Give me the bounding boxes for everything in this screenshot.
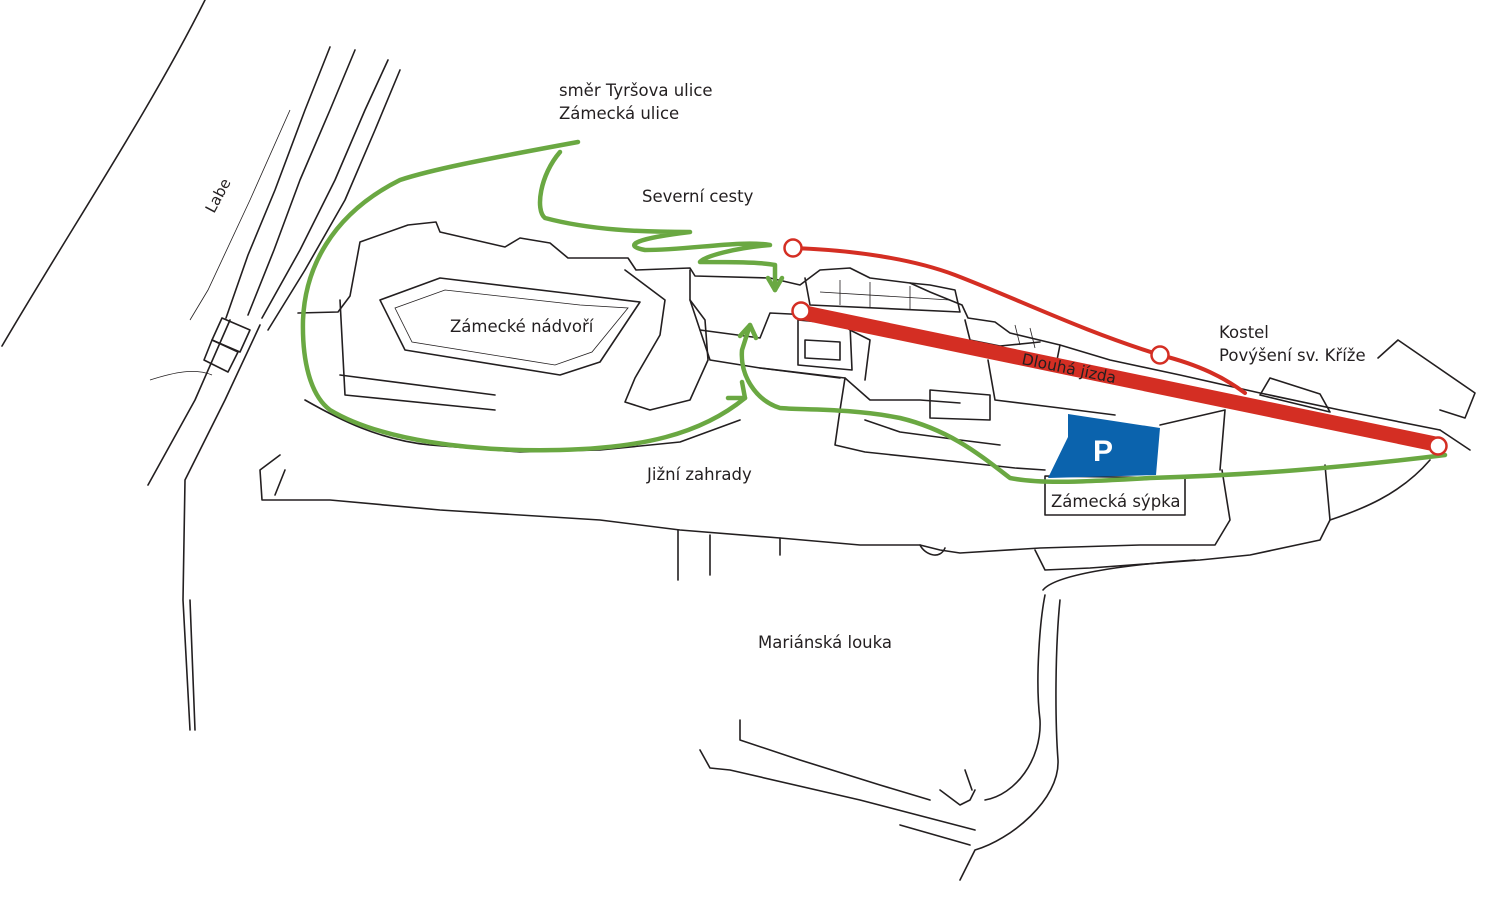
route-node	[783, 238, 803, 258]
north-paths-label: Severní cesty	[642, 187, 754, 206]
parking-label: P	[1093, 435, 1113, 468]
route-node	[791, 301, 811, 321]
church-label-1: Kostel	[1219, 323, 1269, 342]
walking-route	[300, 139, 1448, 485]
church-label-2: Povýšení sv. Kříže	[1219, 346, 1366, 365]
south-boundary	[189, 399, 1431, 881]
long-ride-line	[798, 304, 1442, 453]
granary-label: Zámecká sýpka	[1051, 492, 1181, 511]
castle-buildings	[297, 221, 1441, 471]
parking-area	[1048, 414, 1160, 478]
red-routes	[783, 238, 1448, 456]
bridge	[203, 317, 251, 373]
courtyard-label: Zámecké nádvoří	[450, 317, 594, 336]
route-node	[1150, 345, 1170, 365]
south-gardens-label: Jižní zahrady	[647, 465, 752, 484]
route-node	[1428, 436, 1448, 456]
meadow-label: Mariánská louka	[758, 633, 893, 652]
river-label: Labe	[202, 175, 235, 216]
north-direction-label-1: směr Tyršova ulice	[559, 81, 713, 100]
church-building	[1259, 339, 1476, 451]
north-direction-label-2: Zámecká ulice	[559, 104, 680, 123]
river-banks	[1, 0, 401, 731]
long-ride-label: Dlouhá jízda	[1020, 350, 1118, 387]
